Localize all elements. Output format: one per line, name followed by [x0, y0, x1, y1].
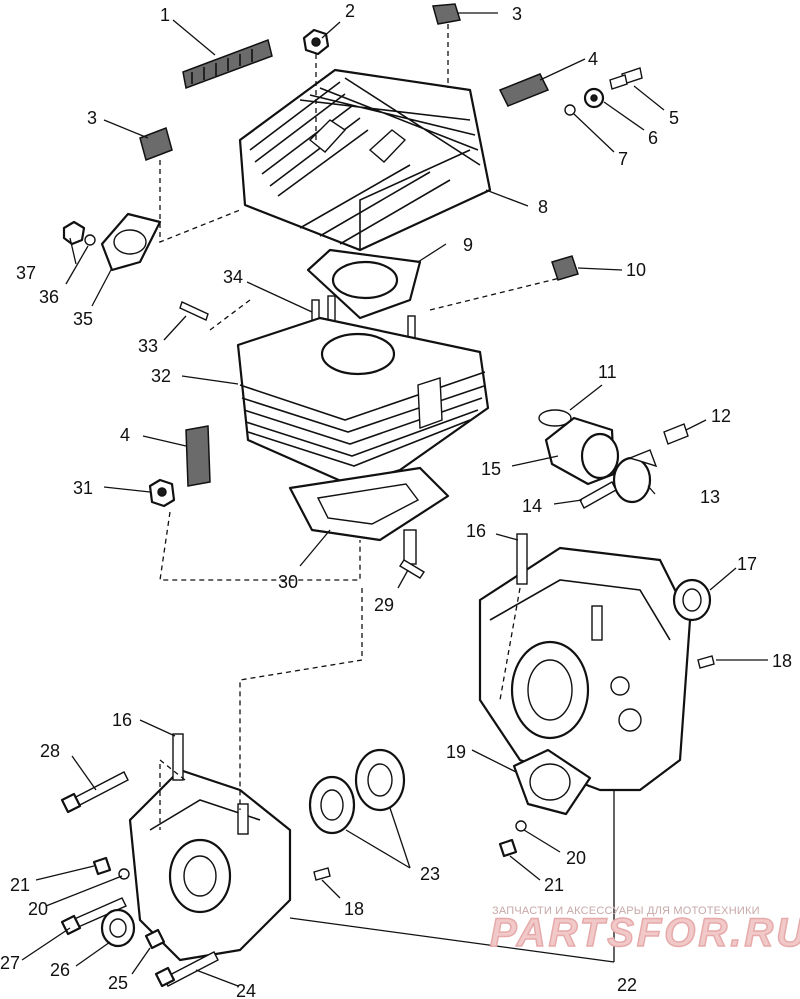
part-23-bearings — [308, 748, 406, 835]
callout-23: 23 — [420, 864, 440, 884]
part-35-exhaust-gasket — [100, 212, 162, 272]
callout-12: 12 — [711, 406, 731, 426]
watermark-brand: PARTSFOR.RU — [490, 911, 800, 955]
part-37-nut — [62, 220, 86, 246]
callout-33: 33 — [138, 336, 158, 356]
part-2-nut — [302, 28, 330, 56]
callout-20-right: 20 — [566, 848, 586, 868]
part-27-bolt — [60, 897, 127, 936]
part-20-washer-left — [118, 868, 130, 880]
part-18-dowel-left — [313, 867, 331, 881]
part-21-screw-right — [498, 838, 518, 858]
callout-26: 26 — [50, 960, 70, 980]
callout-27: 27 — [0, 953, 20, 973]
callout-29: 29 — [374, 595, 394, 615]
callout-30: 30 — [278, 572, 298, 592]
callout-3-top: 3 — [512, 4, 522, 24]
part-16-stud-left — [172, 733, 184, 781]
part-6-spark-plug-nut — [583, 87, 605, 109]
leader-lines — [21, 12, 768, 987]
alignment-lines — [159, 24, 561, 830]
callout-16-right: 16 — [466, 521, 486, 541]
part-29-fitting — [399, 529, 425, 579]
callout-18-left: 18 — [344, 899, 364, 919]
part-22-crankcase-right — [478, 546, 692, 792]
part-30-base-gasket — [288, 466, 450, 542]
part-28-bolt — [60, 771, 129, 814]
callout-6: 6 — [648, 128, 658, 148]
callout-10: 10 — [626, 260, 646, 280]
callout-20-left: 20 — [28, 899, 48, 919]
callout-14: 14 — [522, 496, 542, 516]
part-25-screw — [144, 928, 166, 950]
part-33-stud — [179, 301, 209, 321]
part-19-cover-gasket — [512, 748, 592, 816]
part-16-stud-right — [516, 533, 528, 585]
callout-31: 31 — [73, 478, 93, 498]
callout-32: 32 — [151, 366, 171, 386]
part-14-screw — [579, 481, 617, 509]
part-12-screw — [663, 423, 689, 445]
left-crankcase-half — [128, 768, 292, 962]
callout-9: 9 — [463, 235, 473, 255]
callout-18-right: 18 — [772, 651, 792, 671]
callout-36: 36 — [39, 287, 59, 307]
callout-21-left: 21 — [10, 875, 30, 895]
callout-8: 8 — [538, 197, 548, 217]
callout-24: 24 — [236, 981, 256, 999]
part-5-bolt — [609, 67, 643, 90]
callout-7: 7 — [618, 149, 628, 169]
watermark-tagline: ЗАПЧАСТИ И АКСЕССУАРЫ ДЛЯ МОТОТЕХНИКИ — [492, 905, 760, 917]
callout-2: 2 — [345, 1, 355, 21]
callout-35: 35 — [73, 309, 93, 329]
part-7-washer — [564, 104, 576, 116]
part-24-bolt — [154, 951, 219, 988]
part-3-damper-left — [139, 127, 173, 161]
part-32-cylinder — [236, 316, 490, 487]
callout-19: 19 — [446, 742, 466, 762]
part-10-damper — [551, 255, 579, 281]
callout-17: 17 — [737, 554, 757, 574]
callout-4-left: 4 — [120, 425, 130, 445]
callout-4-top: 4 — [588, 49, 598, 69]
watermark: ЗАПЧАСТИ И АКСЕССУАРЫ ДЛЯ МОТОТЕХНИКИ PA… — [489, 905, 800, 956]
callout-1: 1 — [160, 5, 170, 25]
callout-22: 22 — [617, 975, 637, 995]
callout-28: 28 — [40, 741, 60, 761]
part-4-damper-top — [498, 73, 550, 107]
part-36-washer — [84, 234, 96, 246]
part-31-nut — [148, 478, 176, 508]
callout-34: 34 — [223, 267, 243, 287]
cylinder-head — [238, 68, 492, 252]
callout-3-left: 3 — [87, 108, 97, 128]
part-9-head-gasket — [306, 248, 422, 320]
callout-25: 25 — [108, 973, 128, 993]
part-13-clamp — [612, 449, 658, 504]
callout-13: 13 — [700, 487, 720, 507]
callout-5: 5 — [669, 108, 679, 128]
callout-37: 37 — [16, 263, 36, 283]
part-18-dowel-right — [697, 655, 715, 669]
part-1-fin-strip — [182, 39, 273, 90]
callout-11: 11 — [598, 362, 617, 382]
callout-16-left: 16 — [112, 710, 132, 730]
part-3-damper-top — [432, 3, 461, 25]
callout-15: 15 — [481, 459, 501, 479]
part-11-o-ring — [538, 409, 572, 427]
part-21-screw-left — [92, 856, 112, 876]
part-4-damper-left — [185, 425, 211, 487]
callout-21-right: 21 — [544, 875, 564, 895]
part-20-washer-right — [515, 820, 527, 832]
part-15-intake-flange — [544, 416, 620, 486]
part-17-seal — [672, 578, 712, 622]
part-26-seal — [100, 908, 136, 948]
